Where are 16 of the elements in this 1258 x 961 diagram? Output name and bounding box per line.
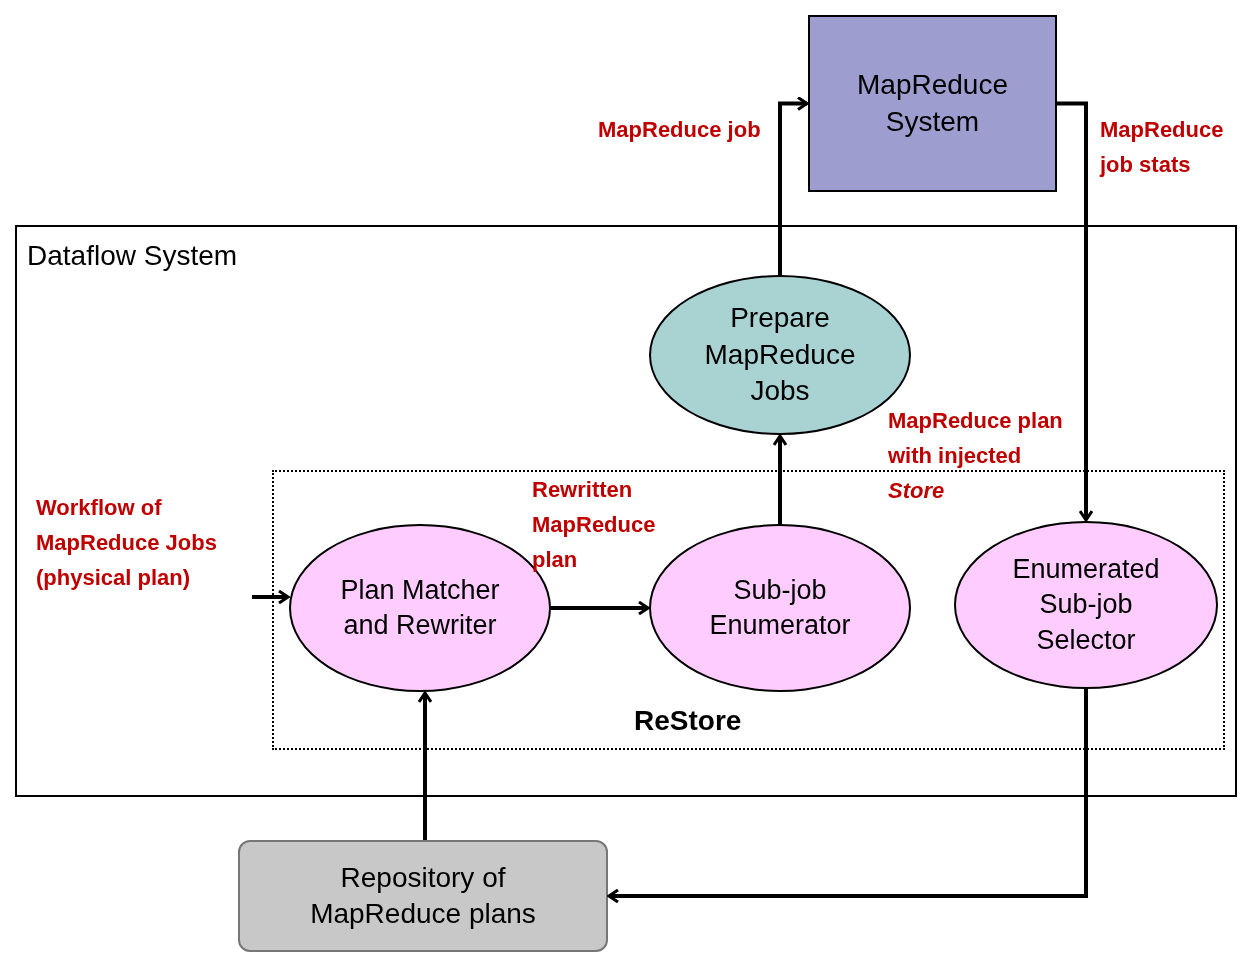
arrow bbox=[1057, 101, 1094, 522]
arrow bbox=[417, 691, 433, 840]
arrow bbox=[551, 600, 650, 616]
system-box: MapReduce System bbox=[808, 15, 1057, 192]
process-ellipse: Enumerated Sub-job Selector bbox=[954, 521, 1218, 689]
arrow bbox=[252, 589, 290, 605]
system-container bbox=[15, 225, 1237, 797]
repository-box: Repository of MapReduce plans bbox=[238, 840, 608, 952]
arrow bbox=[772, 434, 788, 524]
container-title: Dataflow System bbox=[27, 239, 238, 273]
input-text: Workflow of MapReduce Jobs (physical plan) bbox=[36, 490, 252, 634]
flow-label: MapReduce plan with injected Store bbox=[888, 407, 1064, 506]
group-title: ReStore bbox=[634, 704, 742, 738]
arrow bbox=[607, 689, 1088, 904]
arrow bbox=[778, 96, 809, 275]
dotted-group-box bbox=[272, 470, 1225, 750]
